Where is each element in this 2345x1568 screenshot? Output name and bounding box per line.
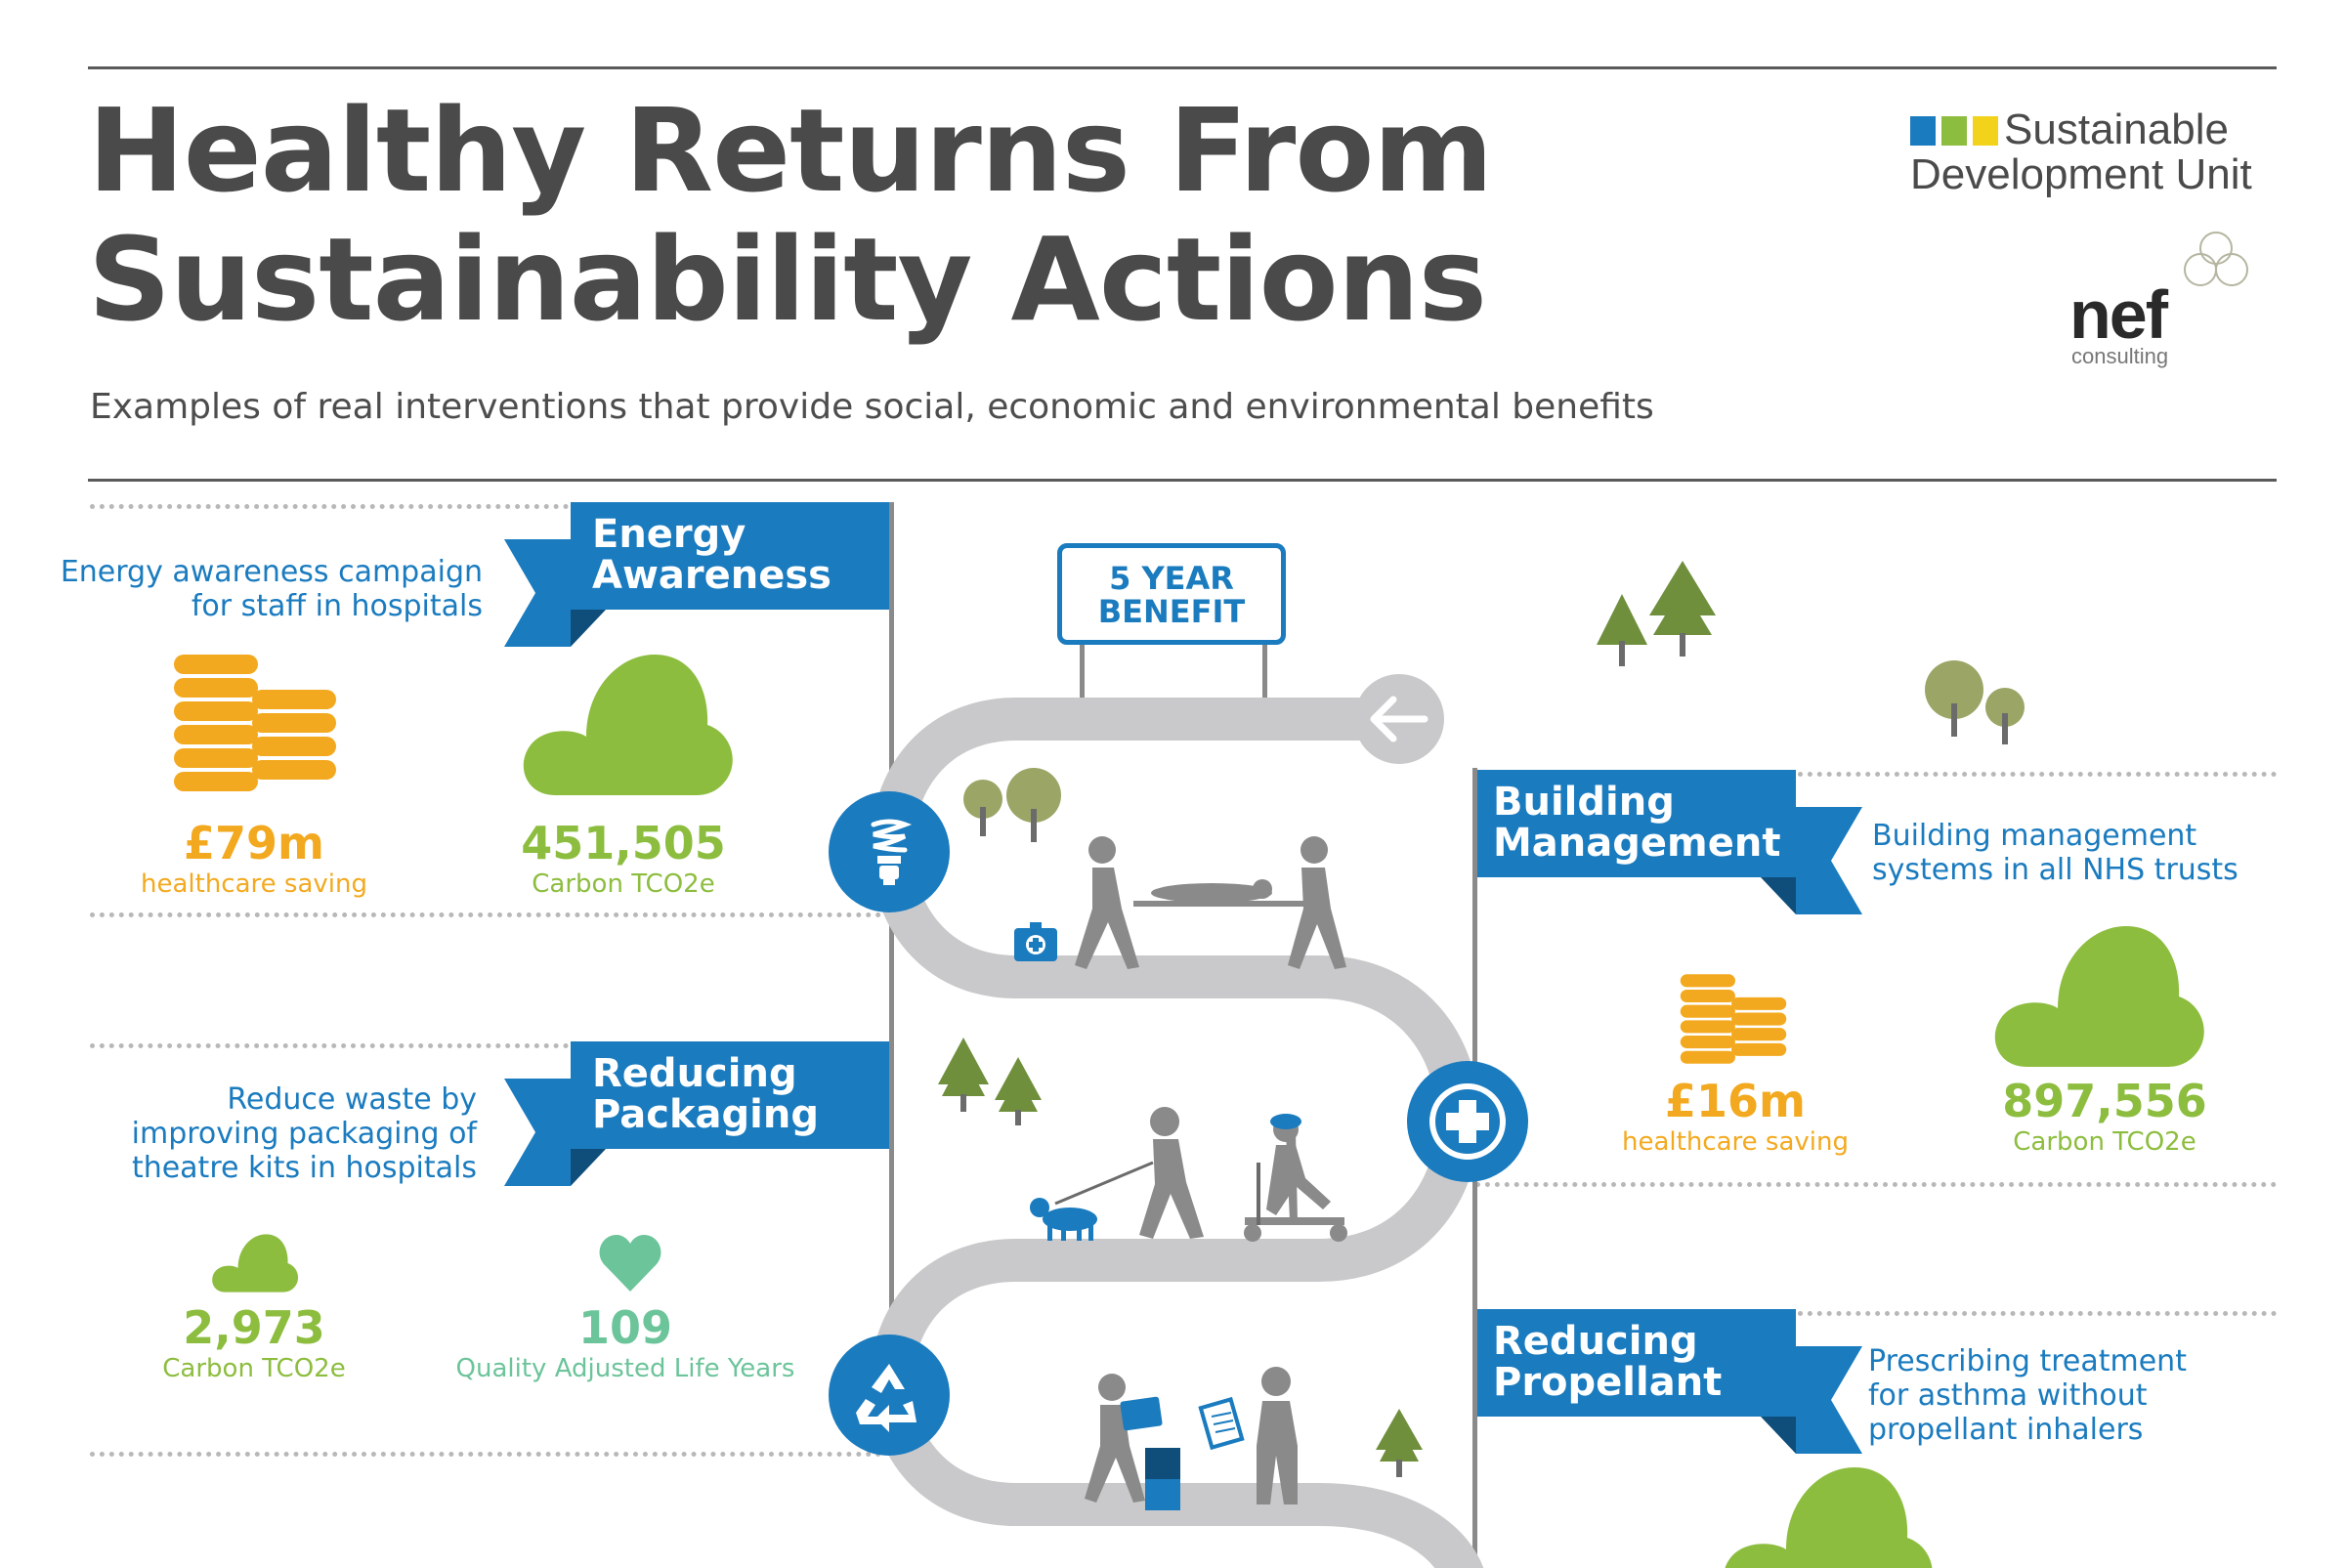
- energy-title-line-2: Awareness: [592, 553, 831, 598]
- banner-reducing-propellant: Reducing Propellant: [1493, 1321, 1722, 1403]
- sdu-square-green: [1941, 116, 1967, 146]
- building-title-line-2: Management: [1493, 821, 1781, 866]
- nef-logo: nef: [2069, 276, 2168, 353]
- sdu-square-blue: [1910, 116, 1936, 146]
- propellant-desc-line-3: propellant inhalers: [1868, 1413, 2144, 1447]
- sdu-logo: Sustainable Development Unit: [1910, 107, 2252, 197]
- nef-leaf-icon: [2184, 232, 2248, 286]
- divider-energy-top: [90, 504, 569, 509]
- banner-building-management: Building Management: [1493, 782, 1780, 864]
- building-carbon-label: Carbon TCO2e: [2013, 1127, 2196, 1157]
- packaging-qaly-value: 109: [577, 1301, 673, 1354]
- title-line-2: Sustainability Actions: [88, 212, 1487, 347]
- page-title: Healthy Returns From Sustainability Acti…: [88, 83, 1493, 347]
- energy-saving-label: healthcare saving: [141, 869, 367, 899]
- building-saving-value: £16m: [1665, 1075, 1806, 1127]
- divider-packaging-bottom: [90, 1452, 881, 1457]
- building-saving-label: healthcare saving: [1622, 1127, 1849, 1157]
- energy-desc-line-1: Energy awareness campaign: [60, 555, 483, 589]
- packaging-carbon-value: 2,973: [183, 1301, 325, 1354]
- sign-line-2: BENEFIT: [1097, 593, 1246, 630]
- sdu-name-line-2: Development Unit: [1910, 150, 2252, 198]
- page-subtitle: Examples of real interventions that prov…: [90, 387, 1654, 427]
- divider-building-bottom: [1475, 1182, 2277, 1187]
- header-bottom-rule: [88, 479, 2277, 482]
- packaging-qaly-label: Quality Adjusted Life Years: [455, 1354, 795, 1383]
- building-desc-line-1: Building management: [1872, 819, 2197, 853]
- banner-reducing-packaging: Reducing Packaging: [592, 1053, 819, 1135]
- energy-title-line-1: Energy: [592, 512, 746, 557]
- packaging-desc-line-3: theatre kits in hospitals: [131, 1151, 477, 1185]
- packaging-desc-line-1: Reduce waste by: [227, 1082, 477, 1117]
- packaging-description: Reduce waste by improving packaging of t…: [59, 1082, 477, 1185]
- building-desc-line-2: systems in all NHS trusts: [1872, 853, 2238, 887]
- coins-icon: [174, 655, 336, 791]
- recycle-icon: [856, 1364, 917, 1432]
- cloud-icon-building: [1994, 926, 2204, 1067]
- divider-building-top: [1798, 772, 2277, 777]
- cloud-icon-propellant: [1725, 1467, 1933, 1568]
- building-description: Building management systems in all NHS t…: [1872, 819, 2282, 887]
- divider-energy-bottom: [90, 912, 881, 917]
- banner-energy-awareness: Energy Awareness: [592, 514, 831, 596]
- small-cloud-icon: [212, 1234, 299, 1293]
- building-carbon-value: 897,556: [2002, 1075, 2207, 1127]
- propellant-desc-line-1: Prescribing treatment: [1868, 1344, 2187, 1378]
- energy-saving-value: £79m: [184, 817, 324, 869]
- building-title-line-1: Building: [1493, 780, 1675, 825]
- energy-carbon-value: 451,505: [521, 817, 726, 869]
- title-line-1: Healthy Returns From: [88, 83, 1493, 218]
- medical-cross-icon: [1429, 1083, 1506, 1160]
- heart-icon: [599, 1235, 661, 1292]
- divider-propellant-top: [1798, 1311, 2277, 1316]
- packaging-desc-line-2: improving packaging of: [131, 1117, 477, 1151]
- nef-logo-subtitle: consulting: [2071, 344, 2169, 368]
- coins-icon-small: [1680, 974, 1787, 1064]
- energy-desc-line-2: for staff in hospitals: [191, 589, 483, 623]
- sdu-name-line-1: Sustainable: [2004, 106, 2229, 153]
- sdu-square-yellow: [1973, 116, 1998, 146]
- energy-carbon-label: Carbon TCO2e: [532, 869, 715, 899]
- packaging-title-line-2: Packaging: [592, 1092, 819, 1137]
- propellant-description: Prescribing treatment for asthma without…: [1868, 1344, 2279, 1447]
- propellant-title-line-1: Reducing: [1493, 1319, 1698, 1364]
- lightbulb-icon: [871, 819, 913, 885]
- divider-packaging-top: [90, 1043, 569, 1048]
- propellant-title-line-2: Propellant: [1493, 1360, 1723, 1405]
- sign-line-1: 5 YEAR: [1109, 560, 1234, 597]
- packaging-title-line-1: Reducing: [592, 1051, 797, 1096]
- five-year-benefit-sign: 5 YEAR BENEFIT: [1057, 543, 1286, 645]
- top-rule: [88, 66, 2277, 69]
- propellant-desc-line-2: for asthma without: [1868, 1378, 2148, 1413]
- cloud-icon: [523, 655, 733, 795]
- energy-description: Energy awareness campaign for staff in h…: [59, 555, 483, 623]
- packaging-carbon-label: Carbon TCO2e: [162, 1354, 346, 1383]
